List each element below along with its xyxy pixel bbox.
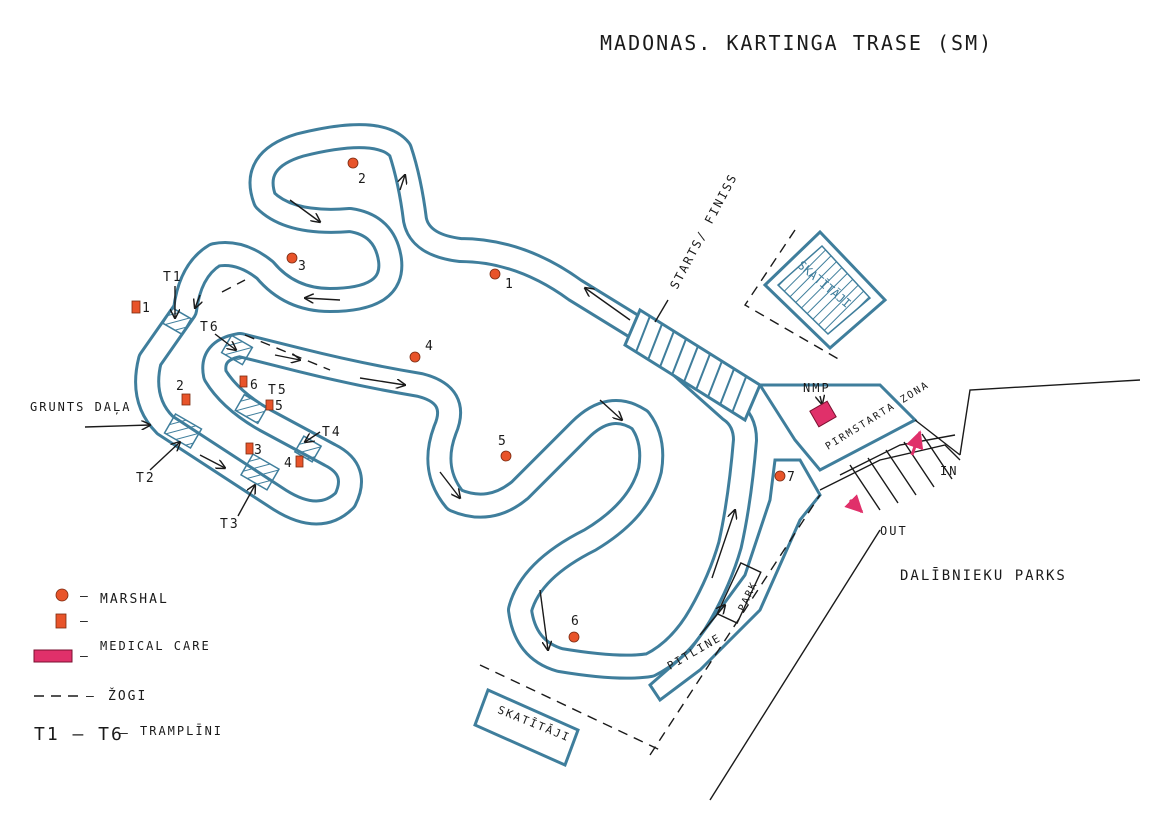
- pit-road: [648, 458, 822, 703]
- boundary-line: [959, 379, 1141, 456]
- marshal-post-4: 4: [409, 339, 435, 363]
- svg-text:T6: T6: [200, 320, 220, 335]
- marshal-post-6: 6: [568, 614, 581, 643]
- grunts-dala-label: GRUNTS DAĻA: [30, 400, 150, 427]
- svg-text:3: 3: [298, 259, 308, 274]
- pre-start-lane: [757, 383, 918, 472]
- square-marshal-5: 5: [265, 399, 285, 414]
- svg-text:5: 5: [275, 399, 285, 414]
- legend: – MARSHAL – – MEDICAL CARE – ŽOGI T1 – T…: [33, 588, 223, 745]
- svg-text:T1 – T6: T1 – T6: [34, 724, 124, 745]
- svg-text:–: –: [80, 614, 90, 629]
- svg-text:ŽOGI: ŽOGI: [108, 688, 147, 704]
- marshal-post-1: 1: [489, 268, 515, 292]
- svg-text:6: 6: [250, 378, 260, 393]
- square-marshal-posts: 1 2 3 4 5 6: [131, 300, 304, 471]
- svg-text:STARTS/ FINISS: STARTS/ FINISS: [667, 171, 740, 292]
- out-label: OUT: [880, 524, 908, 538]
- svg-text:TRAMPLĪNI: TRAMPLĪNI: [140, 724, 223, 738]
- tramplin-labels: T1 T2 T3 T4 T5 T6: [136, 270, 342, 532]
- tramplin-label-t6: T6: [200, 320, 236, 350]
- marshal-post-7: 7: [774, 470, 797, 485]
- main-track: [134, 123, 758, 680]
- tramplin-label-t1: T1: [163, 270, 183, 318]
- map-title: MADONAS. KARTINGA TRASE (SM): [600, 31, 993, 55]
- marshal-post-2: 2: [347, 157, 368, 187]
- spectator-area-bottom: SKATĪTĀJI: [473, 687, 580, 768]
- boundary-line: [709, 529, 881, 801]
- svg-text:–: –: [80, 649, 90, 664]
- svg-text:–: –: [120, 726, 130, 741]
- svg-text:–: –: [86, 689, 96, 704]
- square-marshal-3: 3: [245, 442, 264, 458]
- jump-zones: [161, 306, 323, 491]
- svg-text:T5: T5: [268, 383, 288, 398]
- svg-text:3: 3: [254, 443, 264, 458]
- entry-exit-lanes: [819, 430, 961, 514]
- marshal-post-3: 3: [286, 252, 308, 274]
- svg-text:–: –: [80, 589, 90, 604]
- legend-tramplini: T1 – T6 – TRAMPLĪNI: [34, 724, 223, 745]
- legend-fence: – ŽOGI: [34, 688, 147, 704]
- svg-text:T4: T4: [322, 425, 342, 440]
- marshal-posts: 1 2 3 4 5 6 7: [286, 157, 797, 643]
- fences: [221, 229, 841, 756]
- square-marshal-4: 4: [284, 455, 304, 471]
- svg-text:5: 5: [498, 434, 508, 449]
- svg-text:6: 6: [571, 614, 581, 629]
- svg-text:1: 1: [505, 277, 515, 292]
- legend-square-marshal: –: [55, 613, 90, 629]
- svg-text:2: 2: [176, 379, 186, 394]
- svg-text:MARSHAL: MARSHAL: [100, 592, 169, 607]
- svg-text:T1: T1: [163, 270, 183, 285]
- marshal-post-5: 5: [498, 434, 512, 462]
- in-label: IN: [940, 464, 958, 478]
- legend-medical: – MEDICAL CARE: [33, 639, 211, 664]
- direction-arrows: [195, 175, 735, 650]
- square-marshal-1: 1: [131, 300, 152, 316]
- start-finish-label: STARTS/ FINISS: [654, 171, 740, 323]
- boundary-line: [914, 419, 961, 456]
- tramplin-label-t3: T3: [220, 485, 255, 532]
- spectator-area-top: SKATĪTĀJI: [762, 229, 888, 351]
- legend-marshal: – MARSHAL: [55, 588, 169, 607]
- medical-point: [809, 400, 837, 428]
- svg-text:4: 4: [425, 339, 435, 354]
- square-marshal-6: 6: [239, 375, 260, 393]
- tramplin-label-t4: T4: [305, 425, 342, 442]
- pitline-arrow: [699, 605, 725, 636]
- svg-text:MEDICAL CARE: MEDICAL CARE: [100, 639, 211, 653]
- nmp-label: NMP: [803, 381, 831, 404]
- tramplin-label-t2: T2: [136, 442, 180, 486]
- svg-text:4: 4: [284, 456, 294, 471]
- participants-park-label: DALĪBNIEKU PARKS: [900, 567, 1067, 584]
- tramplin-label-t5: T5: [268, 383, 288, 398]
- svg-text:1: 1: [142, 301, 152, 316]
- start-finish-grid: [623, 307, 762, 423]
- svg-text:GRUNTS DAĻA: GRUNTS DAĻA: [30, 400, 131, 415]
- svg-text:2: 2: [358, 172, 368, 187]
- svg-text:T2: T2: [136, 471, 156, 486]
- svg-text:T3: T3: [220, 517, 240, 532]
- square-marshal-2: 2: [176, 379, 191, 406]
- svg-text:NMP: NMP: [803, 381, 831, 395]
- svg-text:7: 7: [787, 470, 797, 485]
